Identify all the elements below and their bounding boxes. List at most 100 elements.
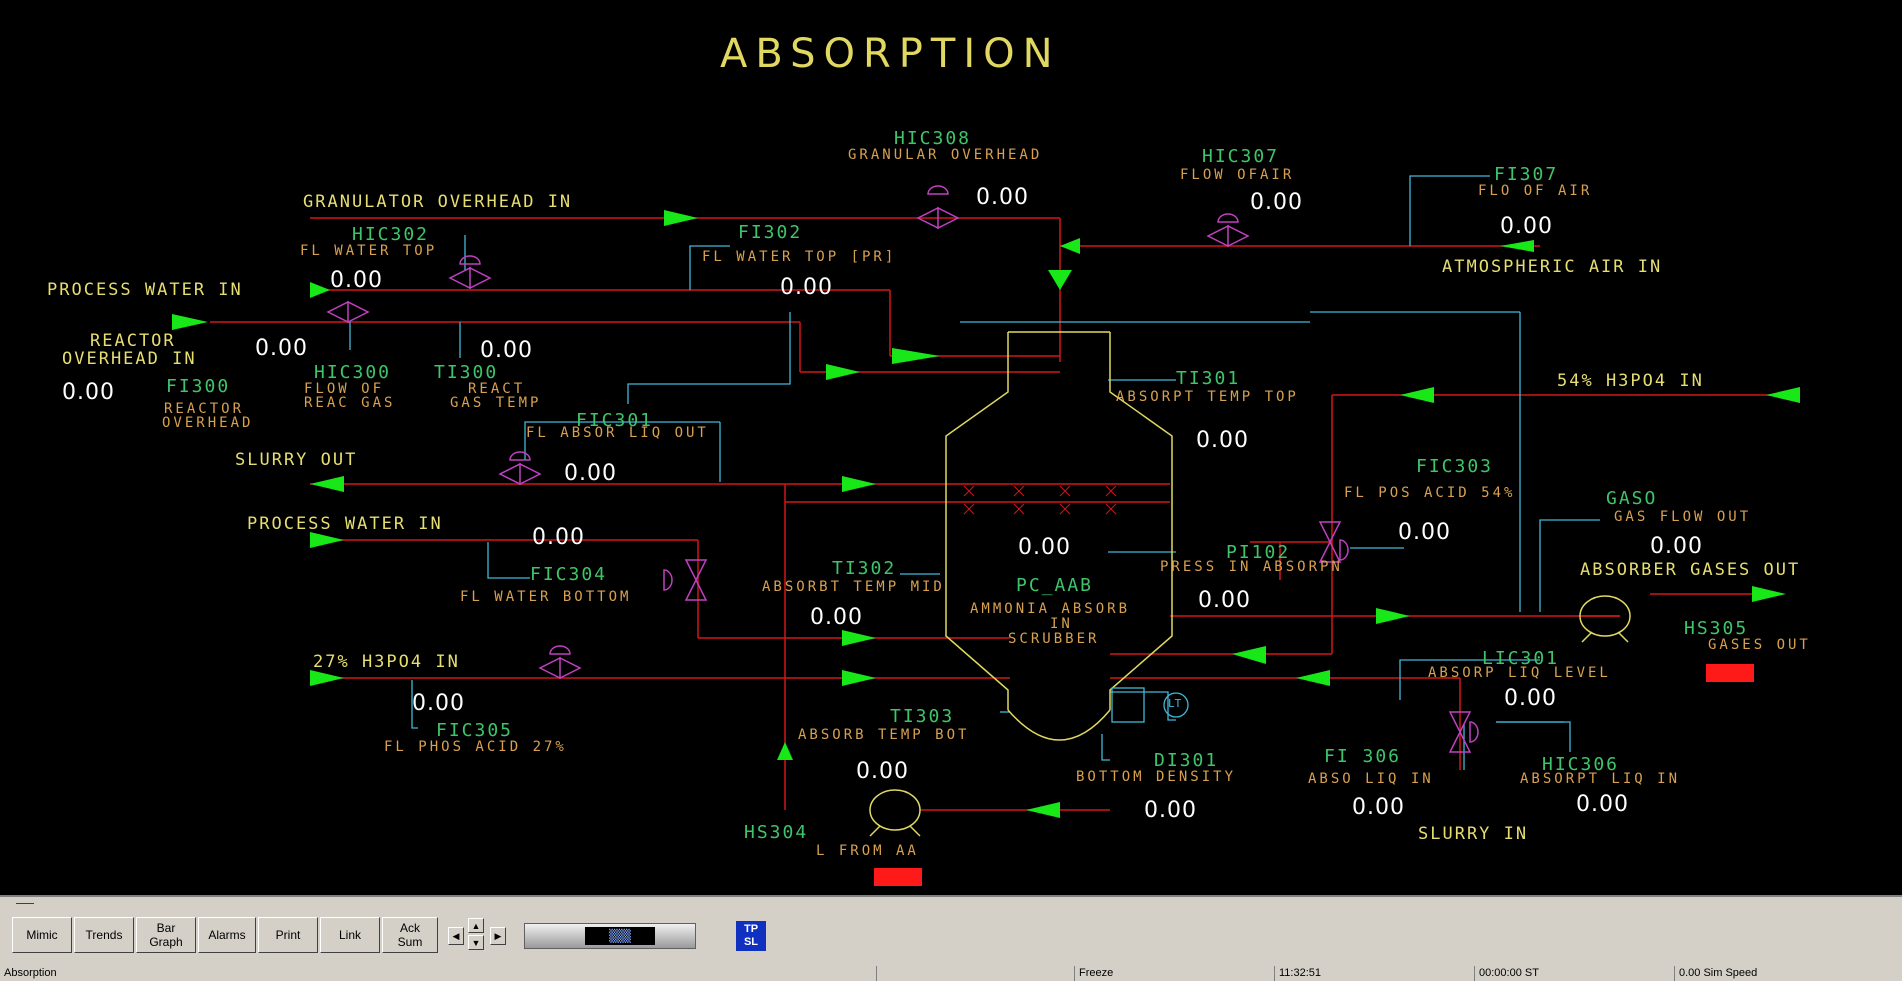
hic306-desc: ABSORPT LIQ IN <box>1520 771 1681 787</box>
ti300-value[interactable]: 0.00 <box>480 338 533 363</box>
alarms-button[interactable]: Alarms <box>198 917 256 953</box>
fi300-tag: FI300 <box>166 376 231 397</box>
hic300-tag: HIC300 <box>314 362 392 383</box>
absorber-vessel <box>945 331 1173 741</box>
hs305-alarm-indicator[interactable] <box>1706 664 1754 682</box>
hic308-tag: HIC308 <box>894 128 972 149</box>
pi102-tag: PI102 <box>1226 542 1291 563</box>
stream-process-water-in-top: PROCESS WATER IN <box>47 280 243 300</box>
fi307-value[interactable]: 0.00 <box>1500 214 1553 239</box>
fi300-desc1: REACTOR <box>164 401 245 417</box>
hic307-value[interactable]: 0.00 <box>1250 190 1303 215</box>
pumps <box>869 595 1631 837</box>
bottom-toolbar: Mimic Trends Bar Graph Alarms Print Link… <box>0 895 1902 981</box>
page-title: ABSORPTION <box>720 31 1061 77</box>
pi102-value[interactable]: 0.00 <box>1198 588 1251 613</box>
pc-aab-tag: PC_AAB <box>1016 575 1094 596</box>
link-button[interactable]: Link <box>320 917 380 953</box>
lic301-value[interactable]: 0.00 <box>1504 686 1557 711</box>
hs305-desc: GASES OUT <box>1708 637 1811 653</box>
fic305-tag: FIC305 <box>436 720 514 741</box>
ti302-desc: ABSORBT TEMP MID <box>762 579 945 595</box>
stream-slurry-in: SLURRY IN <box>1418 824 1529 844</box>
hic306-value[interactable]: 0.00 <box>1576 792 1629 817</box>
fi302-value[interactable]: 0.00 <box>780 275 833 300</box>
lic301-desc: ABSORP LIQ LEVEL <box>1428 665 1611 681</box>
ti302-tag: TI302 <box>832 558 897 579</box>
fic303-tag: FIC303 <box>1416 456 1494 477</box>
packing-marks <box>963 485 1117 515</box>
arrow-down-icon: ▼ <box>471 937 481 948</box>
hic308-desc: GRANULAR OVERHEAD <box>848 147 1043 163</box>
tpsl-logo-text: TPSL <box>743 923 759 948</box>
ti302-value[interactable]: 0.00 <box>810 605 863 630</box>
progress-strip: ▒▒▒ <box>524 923 696 949</box>
hic302-value[interactable]: 0.00 <box>330 268 383 293</box>
fic301-desc: FL ABSOR LIQ OUT <box>526 425 709 441</box>
pc-aab-desc1: AMMONIA ABSORB <box>970 601 1131 617</box>
arrow-right-icon: ▶ <box>494 930 502 941</box>
mimic-button[interactable]: Mimic <box>12 917 72 953</box>
di301-value[interactable]: 0.00 <box>1144 798 1197 823</box>
status-clock: 11:32:51 <box>1274 966 1474 981</box>
arrow-up-icon: ▲ <box>471 920 481 931</box>
scroll-right-button[interactable]: ▶ <box>490 927 506 945</box>
fic303-value[interactable]: 0.00 <box>1398 520 1451 545</box>
fi306-tag: FI 306 <box>1324 746 1402 767</box>
pc-aab-desc3: SCRUBBER <box>1008 631 1100 647</box>
hic300-value[interactable]: 0.00 <box>255 336 308 361</box>
fic304-tag: FIC304 <box>530 564 608 585</box>
hic300-desc2: REAC GAS <box>304 395 396 411</box>
gaso-tag: GASO <box>1606 488 1658 509</box>
stream-reactor-label: REACTOR <box>90 331 176 351</box>
ti300-tag: TI300 <box>434 362 499 383</box>
ti301-tag: TI301 <box>1176 368 1241 389</box>
process-diagram <box>172 175 1800 837</box>
fic304-value[interactable]: 0.00 <box>532 525 585 550</box>
hs304-alarm-indicator[interactable] <box>874 868 922 886</box>
lic301-tag: LIC301 <box>1482 648 1560 669</box>
ti303-desc: ABSORB TEMP BOT <box>798 727 970 743</box>
fic305-desc: FL PHOS ACID 27% <box>384 739 567 755</box>
di301-tag: DI301 <box>1154 750 1219 771</box>
fi307-desc: FLO OF AIR <box>1478 183 1593 199</box>
fi302-tag: FI302 <box>738 222 803 243</box>
scroll-left-button[interactable]: ◀ <box>448 927 464 945</box>
hs305-tag: HS305 <box>1684 618 1749 639</box>
fic301-value[interactable]: 0.00 <box>564 461 617 486</box>
hic307-desc: FLOW OFAIR <box>1180 167 1295 183</box>
ack-sum-button[interactable]: Ack Sum <box>382 917 438 953</box>
fic304-desc: FL WATER BOTTOM <box>460 589 632 605</box>
level-transmitter <box>1111 687 1189 723</box>
pc-aab-value[interactable]: 0.00 <box>1018 535 1071 560</box>
hic308-value[interactable]: 0.00 <box>976 185 1029 210</box>
flow-arrows <box>172 210 1800 818</box>
control-valves <box>326 185 1479 753</box>
fi302-desc: FL WATER TOP [PR] <box>702 249 897 265</box>
gaso-value[interactable]: 0.00 <box>1650 534 1703 559</box>
ti303-value[interactable]: 0.00 <box>856 759 909 784</box>
hic300-desc1: FLOW OF <box>304 381 385 397</box>
lt-symbol-label: LT <box>1168 697 1182 710</box>
trends-button[interactable]: Trends <box>74 917 134 953</box>
print-button[interactable]: Print <box>258 917 318 953</box>
scroll-up-button[interactable]: ▲ <box>468 918 484 933</box>
pi102-desc: PRESS IN ABSORPN <box>1160 559 1343 575</box>
ti301-value[interactable]: 0.00 <box>1196 428 1249 453</box>
fic305-value[interactable]: 0.00 <box>412 691 465 716</box>
scroll-down-button[interactable]: ▼ <box>468 935 484 950</box>
hic306-tag: HIC306 <box>1542 754 1620 775</box>
hic307-tag: HIC307 <box>1202 146 1280 167</box>
hs304-desc: L FROM AA <box>816 843 919 859</box>
tpsl-logo[interactable]: TPSL <box>736 921 766 951</box>
fic303-desc: FL POS ACID 54% <box>1344 485 1516 501</box>
fi300-desc2: OVERHEAD <box>162 415 254 431</box>
fi306-value[interactable]: 0.00 <box>1352 795 1405 820</box>
gaso-desc: GAS FLOW OUT <box>1614 509 1752 525</box>
fi307-tag: FI307 <box>1494 164 1559 185</box>
ti301-desc: ABSORPT TEMP TOP <box>1116 389 1299 405</box>
fi300-value[interactable]: 0.00 <box>62 380 115 405</box>
fi306-desc: ABSO LIQ IN <box>1308 771 1434 787</box>
bar-graph-button[interactable]: Bar Graph <box>136 917 196 953</box>
stream-absorber-gases-out: ABSORBER GASES OUT <box>1580 560 1801 580</box>
